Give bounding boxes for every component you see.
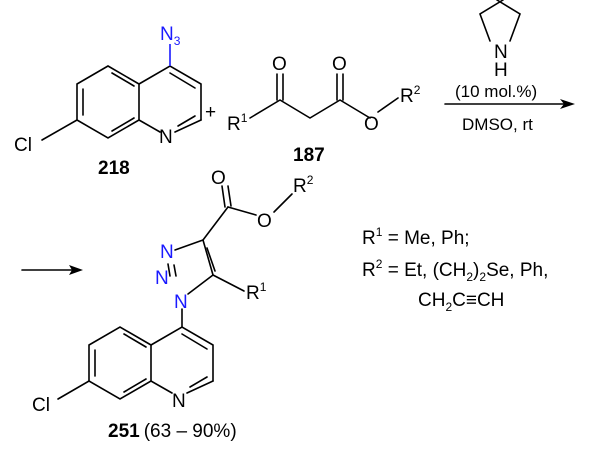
reactant-187-structure bbox=[249, 73, 399, 119]
product-quinoline-n: N bbox=[172, 391, 186, 412]
pyrrolidine-h: H bbox=[494, 60, 508, 81]
r1-label: R1 bbox=[227, 111, 248, 135]
reaction-arrowhead bbox=[560, 99, 575, 109]
azide-label: N3 bbox=[160, 24, 181, 48]
product-ester-oxygen: O bbox=[257, 211, 272, 232]
ketone-oxygen: O bbox=[272, 54, 287, 75]
product-r2-label: R2 bbox=[293, 173, 314, 197]
chloro-label: Cl bbox=[14, 135, 32, 156]
triazole-n1: N bbox=[174, 292, 188, 313]
compound-251-caption: 251(63 – 90%) bbox=[108, 421, 237, 442]
catalyst-loading: (10 mol.%) bbox=[455, 82, 537, 101]
pyrrolidine-structure bbox=[479, 0, 521, 42]
legend-r2-continued: CH2C≡CH bbox=[418, 290, 504, 314]
product-r1-label: R1 bbox=[246, 280, 267, 304]
product-251-structure bbox=[57, 185, 293, 400]
compound-187-label: 187 bbox=[293, 145, 325, 166]
reaction-conditions: DMSO, rt bbox=[462, 115, 533, 134]
plus-sign: + bbox=[205, 102, 216, 123]
quinoline-n-label: N bbox=[159, 127, 173, 148]
legend-r1: R1 = Me, Ph; bbox=[362, 225, 470, 249]
compound-218-label: 218 bbox=[98, 158, 130, 179]
product-carbonyl-oxygen: O bbox=[211, 168, 226, 189]
product-chloro-label: Cl bbox=[32, 395, 50, 416]
triazole-n3: N bbox=[160, 242, 174, 263]
ester-oxygen: O bbox=[364, 114, 379, 135]
ester-carbonyl-oxygen: O bbox=[332, 54, 347, 75]
r2-label: R2 bbox=[400, 83, 421, 107]
reactant-218-structure bbox=[41, 44, 202, 141]
legend-r2: R2 = Et, (CH2)2Se, Ph, bbox=[362, 257, 548, 284]
pyrrolidine-n: N bbox=[494, 42, 508, 63]
triazole-n2: N bbox=[155, 268, 169, 289]
continuation-arrowhead bbox=[69, 265, 83, 275]
